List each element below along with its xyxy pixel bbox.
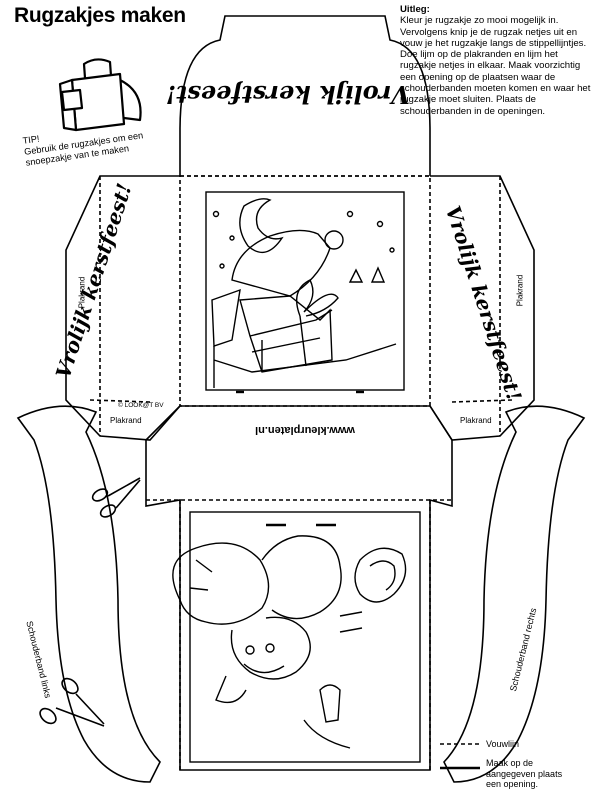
back-panel bbox=[145, 405, 453, 771]
shoulder-strap-right bbox=[443, 405, 586, 783]
glue-label-bottom-right: Plakrand bbox=[460, 416, 492, 425]
page-title: Rugzakjes maken bbox=[14, 4, 186, 27]
lid-greeting: Vrolijk kerstfeest! bbox=[165, 80, 410, 109]
scissors-icon bbox=[91, 477, 141, 518]
backpack-icon bbox=[58, 58, 142, 132]
legend-lines bbox=[440, 743, 480, 770]
legend-fold: Vouwlijn bbox=[486, 739, 520, 749]
instructions: Uitleg: Kleur je rugzakje zo mooi mogeli… bbox=[400, 4, 596, 117]
lid-flap bbox=[179, 15, 431, 177]
back-illustration bbox=[172, 535, 407, 749]
front-illustration bbox=[211, 198, 397, 388]
copyright: © LOOK@T BV bbox=[118, 402, 164, 409]
left-side-panel bbox=[65, 175, 181, 441]
strap-slits bbox=[236, 390, 364, 527]
website: www.kleurplaten.nl bbox=[255, 424, 355, 436]
glue-label-left: Plakrand bbox=[77, 276, 87, 309]
glue-label-bottom-left: Plakrand bbox=[110, 416, 142, 425]
shoulder-strap-left bbox=[16, 405, 161, 783]
instructions-body: Kleur je rugzakje zo mooi mogelijk in. V… bbox=[400, 15, 591, 117]
front-panel bbox=[179, 175, 431, 407]
glue-label-right: Plakrand bbox=[515, 274, 525, 307]
instructions-heading: Uitleg: bbox=[400, 4, 430, 15]
legend-cut: Maak op de aangegeven plaats een opening… bbox=[486, 758, 563, 789]
scissors-icon bbox=[39, 677, 105, 727]
